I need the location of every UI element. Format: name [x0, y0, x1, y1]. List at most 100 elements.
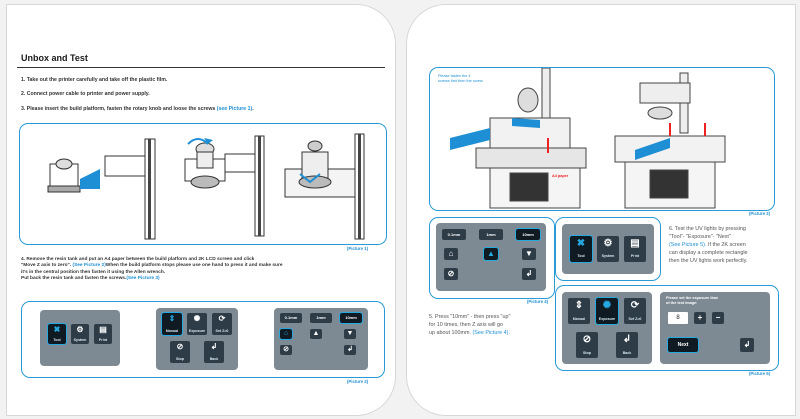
up-button[interactable]: ▲ [483, 247, 499, 261]
callout-line-2-text: screws first then the [438, 79, 472, 83]
set-zero-label: Set Z=0 [628, 317, 642, 321]
plus-icon: + [697, 313, 703, 322]
step-1mm-button[interactable]: 1mm [479, 229, 503, 240]
sun-icon: ✺ [602, 300, 612, 311]
a4-paper-label: A4 paper [552, 174, 569, 178]
tool-button[interactable]: ✖ Tool [47, 323, 67, 345]
print-label: Print [98, 338, 108, 342]
system-button[interactable]: ⚙ System [597, 236, 619, 262]
step-6-line-5: then the UV lights work perfectly. [669, 258, 748, 264]
stop-icon: ⊘ [283, 346, 289, 353]
stop-small-button[interactable]: ⊘ [280, 345, 292, 355]
up-arrow-icon: ▲ [487, 249, 495, 258]
step-3: 3. Please insert the build platform, fas… [21, 106, 254, 112]
step-10mm-button[interactable]: 10mm [515, 228, 541, 241]
increment-button[interactable]: + [694, 312, 706, 324]
step-5-line-2: for 10 times, then Z axis will go [429, 322, 504, 328]
decrement-button[interactable]: − [712, 312, 724, 324]
up-button[interactable]: ▲ [310, 329, 322, 339]
platform-stage-1 [47, 138, 156, 240]
back-arrow-icon: ↲ [347, 346, 353, 353]
picture-4-caption: (Picture 4) [527, 299, 549, 304]
stop-small-button[interactable]: ⊘ [444, 268, 458, 280]
step-1mm-button[interactable]: 1mm [310, 313, 332, 323]
system-button[interactable]: ⚙ System [71, 324, 89, 344]
print-button[interactable]: ▤ Print [94, 324, 112, 344]
home-button[interactable]: ⌂ [279, 328, 293, 340]
callout-line-1: Please fasten the 4 [438, 74, 471, 78]
step-1: 1. Take out the printer carefully and ta… [21, 77, 168, 83]
back-arrow-icon: ↲ [743, 340, 751, 349]
print-label: Print [630, 254, 640, 258]
tool-button[interactable]: ✖ Tool [569, 235, 593, 263]
set-zero-button[interactable]: ⟳ Set Z=0 [624, 298, 646, 324]
callout-line-2: screws first then the screw [438, 79, 483, 84]
picture-1-caption: (Picture 1) [347, 246, 369, 251]
step-10mm-button[interactable]: 10mm [339, 312, 363, 324]
stop-icon: ⊘ [176, 342, 184, 351]
move-screen: 0.1mm 1mm 10mm ⌂ ▲ ▼ ⊘ ↲ [274, 308, 368, 370]
next-button[interactable]: Next [667, 337, 699, 353]
picture-1-frame [19, 123, 387, 245]
exposure-time-screen: Please set the exposure time of the test… [660, 292, 770, 364]
picture-2-link[interactable]: (See Picture 2) [72, 263, 106, 269]
picture-5-caption: (Picture 5) [749, 371, 771, 376]
step-0-1mm-button[interactable]: 0.1mm [280, 313, 302, 323]
step-4-line-3: it's in the central position then fasten… [21, 269, 166, 275]
picture-5-link[interactable]: (See Picture 5). [669, 242, 707, 248]
step-3-text: 3. Please insert the build platform, fas… [21, 106, 217, 112]
printer-icon: ▤ [99, 325, 107, 334]
up-arrow-icon: ▲ [312, 330, 320, 337]
down-button[interactable]: ▼ [522, 248, 536, 260]
down-arrow-icon: ▼ [525, 249, 533, 258]
back-label: Back [622, 351, 632, 355]
manual-button[interactable]: ⇕ Manual [161, 312, 183, 336]
picture-2-frame: Please fasten the 4 screws first then th… [429, 67, 775, 211]
step-4-line-2-b: When the build platform stops please use… [105, 263, 283, 269]
home-button[interactable]: ⌂ [444, 248, 458, 260]
step-5-text: 5. Press "10mm" - then press "up" for 10… [429, 313, 510, 337]
system-label: System [73, 338, 87, 342]
back-button[interactable]: ↲ Back [204, 341, 224, 363]
picture-4-link[interactable]: (See Picture 4). [472, 330, 510, 336]
up-down-arrow-icon: ⇕ [168, 314, 176, 323]
step-4-line-2: "Move Z axis to zero". (See Picture 2)Wh… [21, 263, 391, 269]
manual-label: Manual [165, 329, 179, 333]
platform-stage-2 [184, 135, 265, 237]
move-screen: 0.1mm 1mm 10mm ⌂ ▲ ▼ ⊘ ↲ [436, 223, 546, 291]
sun-icon: ✺ [193, 314, 201, 323]
down-button[interactable]: ▼ [344, 329, 356, 339]
picture-3-link[interactable]: (See Picture 3) [126, 276, 160, 282]
back-small-button[interactable]: ↲ [522, 268, 536, 280]
step-5-line-3-a: up about 100mm. [429, 330, 473, 336]
exposure-time-input[interactable]: 8 [668, 312, 688, 324]
exposure-label: Exposure [598, 317, 616, 321]
system-label: System [601, 254, 615, 258]
back-small-button[interactable]: ↲ [344, 345, 356, 355]
picture-1-link[interactable]: (see Picture 1) [216, 106, 253, 112]
manual-button[interactable]: ⇕ Manual [568, 298, 590, 324]
back-button[interactable]: ↲ Back [616, 332, 638, 358]
step-6-line-3: (See Picture 5). If the 2K screen [669, 241, 748, 249]
stop-label: Stop [583, 351, 591, 355]
step-5-line-3: up about 100mm. (See Picture 4). [429, 329, 510, 337]
back-arrow-icon: ↲ [210, 342, 218, 351]
menu-screen-frame: ✖ Tool ⚙ System ▤ Print [555, 217, 661, 281]
stop-button[interactable]: ⊘ Stop [576, 332, 598, 358]
reset-icon: ⟳ [630, 300, 640, 311]
up-down-arrow-icon: ⇕ [574, 300, 584, 311]
build-platform-illustration [47, 133, 365, 240]
main-menu-screen: ✖ Tool ⚙ System ▤ Print [562, 224, 654, 274]
printer-photo [450, 67, 726, 209]
print-button[interactable]: ▤ Print [624, 236, 646, 262]
exposure-button[interactable]: ✺ Exposure [595, 297, 619, 325]
tool-label: Tool [577, 254, 585, 258]
exposure-heading-line-1: Please set the exposure time [666, 296, 719, 300]
step-0-1mm-button[interactable]: 0.1mm [442, 229, 466, 240]
stop-button[interactable]: ⊘ Stop [170, 341, 190, 363]
set-zero-button[interactable]: ⟳ Set Z=0 [212, 313, 232, 335]
left-page: Unbox and Test 1. Take out the printer c… [6, 4, 396, 416]
back-small-button[interactable]: ↲ [740, 338, 754, 352]
picture-3-frame: ✖ Tool ⚙ System ▤ Print ⇕ Manual ✺ Expos… [21, 301, 385, 378]
exposure-button[interactable]: ✺ Exposure [187, 313, 207, 335]
